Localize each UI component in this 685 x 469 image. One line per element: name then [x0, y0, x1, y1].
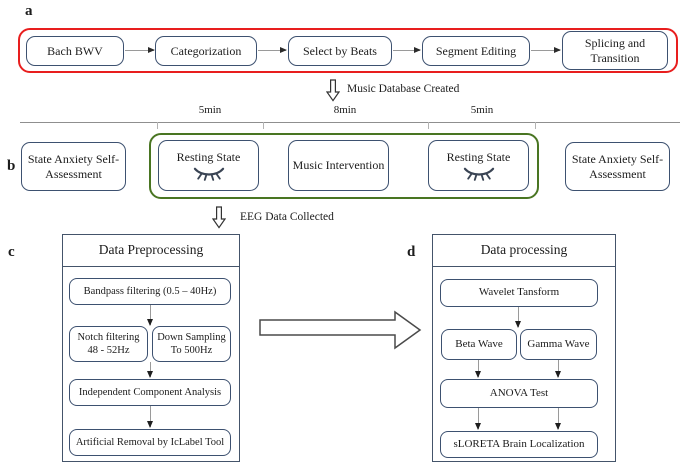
arrow-down-icon: [554, 360, 561, 378]
timeline-axis: [20, 122, 680, 123]
timeline-tick: [535, 122, 536, 129]
panel-label-a: a: [25, 3, 33, 19]
arrow-down-icon: [146, 406, 153, 428]
step-select-by-beats: Select by Beats: [288, 36, 392, 66]
artifact-removal-box: Artificial Removal by IcLabel Tool: [69, 429, 231, 456]
ica-box: Independent Component Analysis: [69, 379, 231, 406]
arrow-down-icon: [474, 408, 481, 430]
arrow-right-icon: [393, 46, 421, 53]
arrow-right-icon: [531, 46, 561, 53]
resting-state-box-1: Resting State: [158, 140, 259, 191]
eeg-recording-frame: [149, 133, 539, 199]
closed-eye-icon: [192, 166, 226, 181]
post-state-anxiety-box: State Anxiety Self-Assessment: [565, 142, 670, 191]
timeline-label-5min-1: 5min: [198, 104, 222, 116]
music-database-created-label: Music Database Created: [347, 83, 460, 95]
music-pipeline-frame: [18, 28, 678, 73]
arrow-down-icon: [146, 305, 153, 326]
music-intervention-box: Music Intervention: [288, 140, 389, 191]
data-processing-title: Data processing: [433, 235, 615, 267]
bandpass-filtering-box: Bandpass filtering (0.5 – 40Hz): [69, 278, 231, 305]
sloreta-box: sLORETA Brain Localization: [440, 431, 598, 458]
panel-label-b: b: [7, 158, 16, 174]
arrow-right-icon: [258, 46, 287, 53]
step-splicing-transition: Splicing and Transition: [562, 31, 668, 70]
resting-state-box-2: Resting State: [428, 140, 529, 191]
arrow-down-icon: [514, 307, 521, 328]
timeline-tick: [428, 122, 429, 129]
panel-label-c: c: [8, 244, 15, 260]
timeline-tick: [157, 122, 158, 129]
arrow-down-icon: [474, 360, 481, 378]
eeg-data-collected-label: EEG Data Collected: [240, 211, 334, 223]
pre-state-anxiety-box: State Anxiety Self-Assessment: [21, 142, 126, 191]
beta-wave-box: Beta Wave: [441, 329, 517, 360]
timeline-label-5min-2: 5min: [470, 104, 494, 116]
closed-eye-icon: [462, 166, 496, 181]
notch-filtering-box: Notch filtering 48 - 52Hz: [69, 326, 148, 362]
gamma-wave-box: Gamma Wave: [520, 329, 597, 360]
hollow-down-arrow-icon: [212, 206, 226, 229]
step-bach-bwv: Bach BWV: [26, 36, 124, 66]
hollow-right-arrow-icon: [258, 310, 422, 350]
arrow-down-icon: [146, 362, 153, 378]
timeline-tick: [263, 122, 264, 129]
resting-state-label: Resting State: [176, 150, 241, 165]
arrow-right-icon: [125, 46, 155, 53]
timeline-label-8min: 8min: [333, 104, 357, 116]
wavelet-transform-box: Wavelet Tansform: [440, 279, 598, 307]
down-sampling-box: Down Sampling To 500Hz: [152, 326, 231, 362]
data-preprocessing-title: Data Preprocessing: [63, 235, 239, 267]
resting-state-label: Resting State: [446, 150, 511, 165]
hollow-down-arrow-icon: [326, 79, 340, 102]
panel-label-d: d: [407, 244, 416, 260]
arrow-down-icon: [554, 408, 561, 430]
step-segment-editing: Segment Editing: [422, 36, 530, 66]
anova-test-box: ANOVA Test: [440, 379, 598, 408]
step-categorization: Categorization: [155, 36, 257, 66]
